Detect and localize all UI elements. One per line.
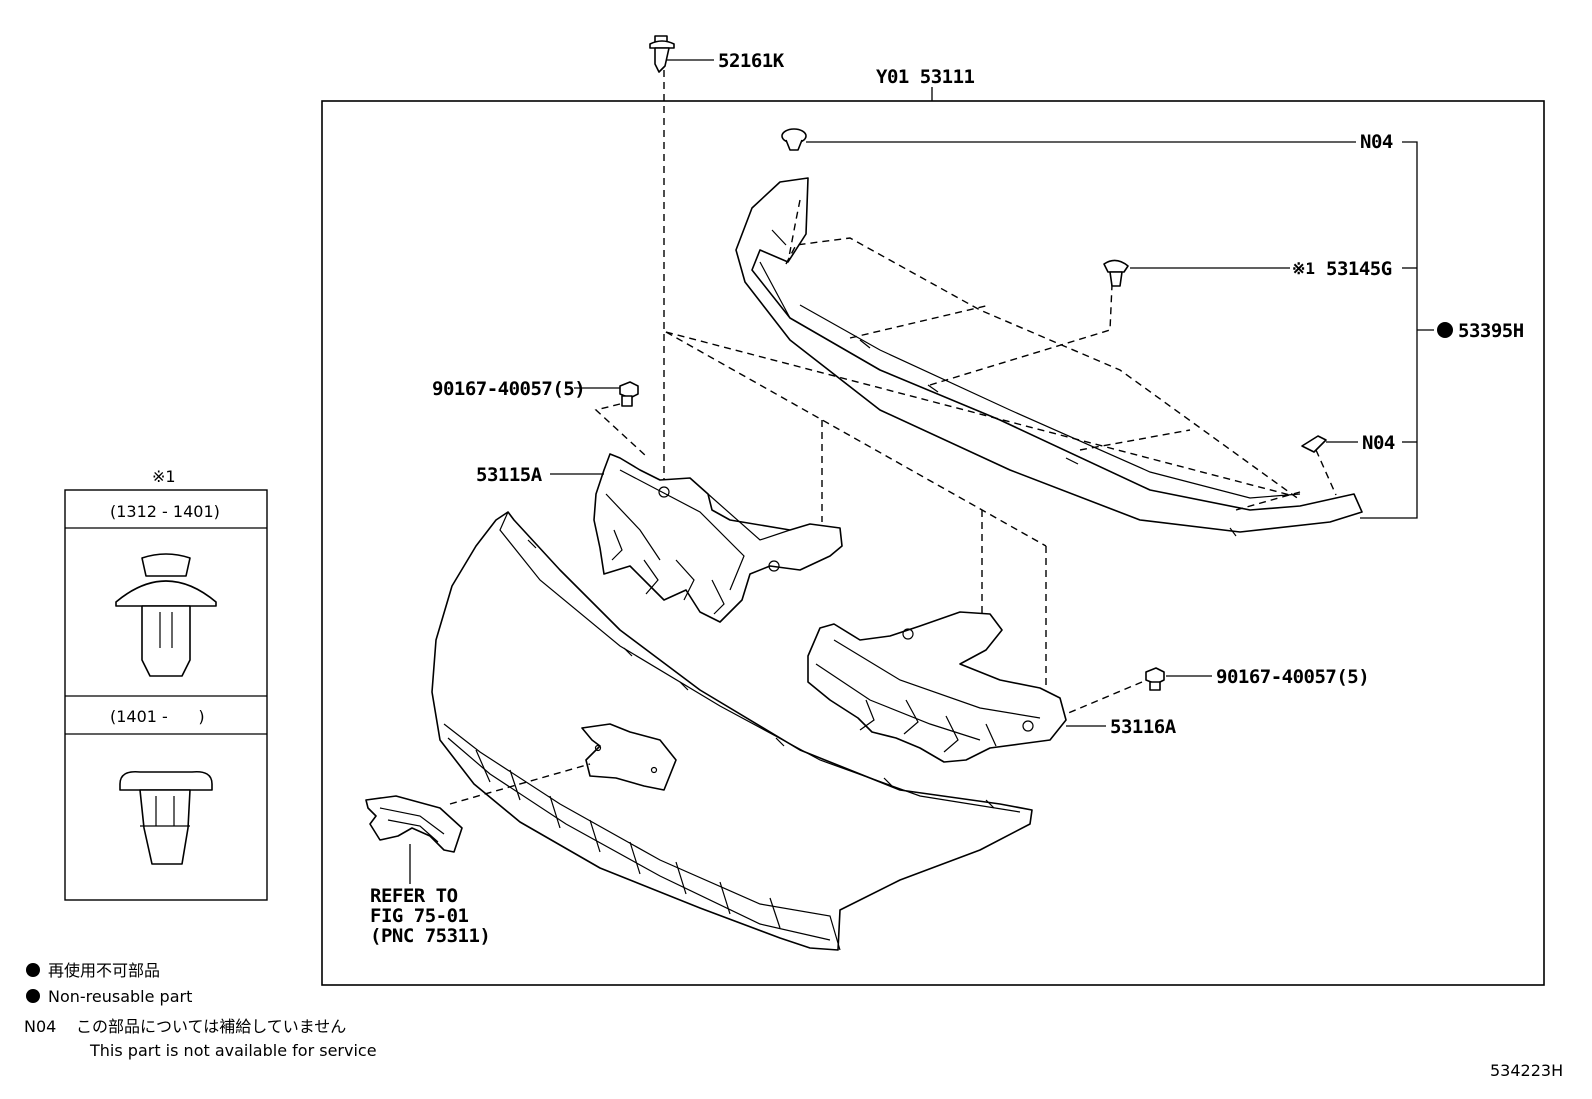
inset-title: ※1 bbox=[152, 467, 176, 486]
label-53111: Y01 53111 bbox=[876, 66, 975, 88]
n04-clip-upper-icon bbox=[781, 128, 807, 151]
label-n04-upper: N04 bbox=[1360, 131, 1393, 153]
radiator-grille-icon bbox=[431, 511, 1033, 951]
label-n04-lower: N04 bbox=[1362, 432, 1395, 454]
inset-box bbox=[64, 489, 268, 901]
bracket-53115a-icon bbox=[593, 453, 843, 623]
legend-nonreusable-jp: 再使用不可部品 bbox=[48, 961, 160, 980]
label-53145g: 53145G bbox=[1326, 258, 1392, 280]
inset-clip-early-icon bbox=[115, 553, 217, 677]
legend-dot-jp-icon bbox=[26, 963, 40, 977]
clip-52161k-icon bbox=[649, 35, 675, 73]
emblem-icon bbox=[365, 795, 463, 853]
label-bolt-left: 90167-40057(5) bbox=[432, 378, 585, 400]
inset-clip-late-icon bbox=[119, 770, 213, 865]
label-53395h: 53395H bbox=[1458, 320, 1524, 342]
n04-clip-lower-icon bbox=[1301, 435, 1327, 453]
inset-range2: (1401 - ) bbox=[110, 707, 205, 726]
legend-nonreusable-en: Non-reusable part bbox=[48, 987, 192, 1006]
refer-line1: REFER TO bbox=[370, 885, 458, 907]
legend-n04-en: This part is not available for service bbox=[89, 1041, 377, 1060]
inset-range1: (1312 - 1401) bbox=[110, 502, 220, 521]
grille-molding-icon bbox=[735, 177, 1363, 537]
bolt-right-icon bbox=[1145, 667, 1165, 691]
emblem-plate-icon bbox=[581, 723, 677, 791]
label-bolt-right: 90167-40057(5) bbox=[1216, 666, 1369, 688]
diagram-id: 534223H bbox=[1490, 1061, 1563, 1080]
legend-n04-code: N04 bbox=[24, 1017, 56, 1036]
bolt-left-icon bbox=[619, 381, 639, 407]
clip-53145g-icon bbox=[1103, 259, 1129, 287]
label-52161k: 52161K bbox=[718, 50, 785, 72]
assembly-frame bbox=[321, 100, 1545, 986]
nonreusable-dot-icon bbox=[1437, 322, 1453, 338]
legend-dot-en-icon bbox=[26, 989, 40, 1003]
refer-line3: (PNC 75311) bbox=[370, 925, 490, 947]
bracket-53116a-icon bbox=[807, 611, 1067, 763]
label-ref1: ※1 bbox=[1292, 259, 1315, 278]
label-53116a: 53116A bbox=[1110, 716, 1177, 738]
legend-n04-jp: この部品については補給していません bbox=[76, 1017, 346, 1036]
label-53115a: 53115A bbox=[476, 464, 543, 486]
refer-line2: FIG 75-01 bbox=[370, 905, 469, 927]
